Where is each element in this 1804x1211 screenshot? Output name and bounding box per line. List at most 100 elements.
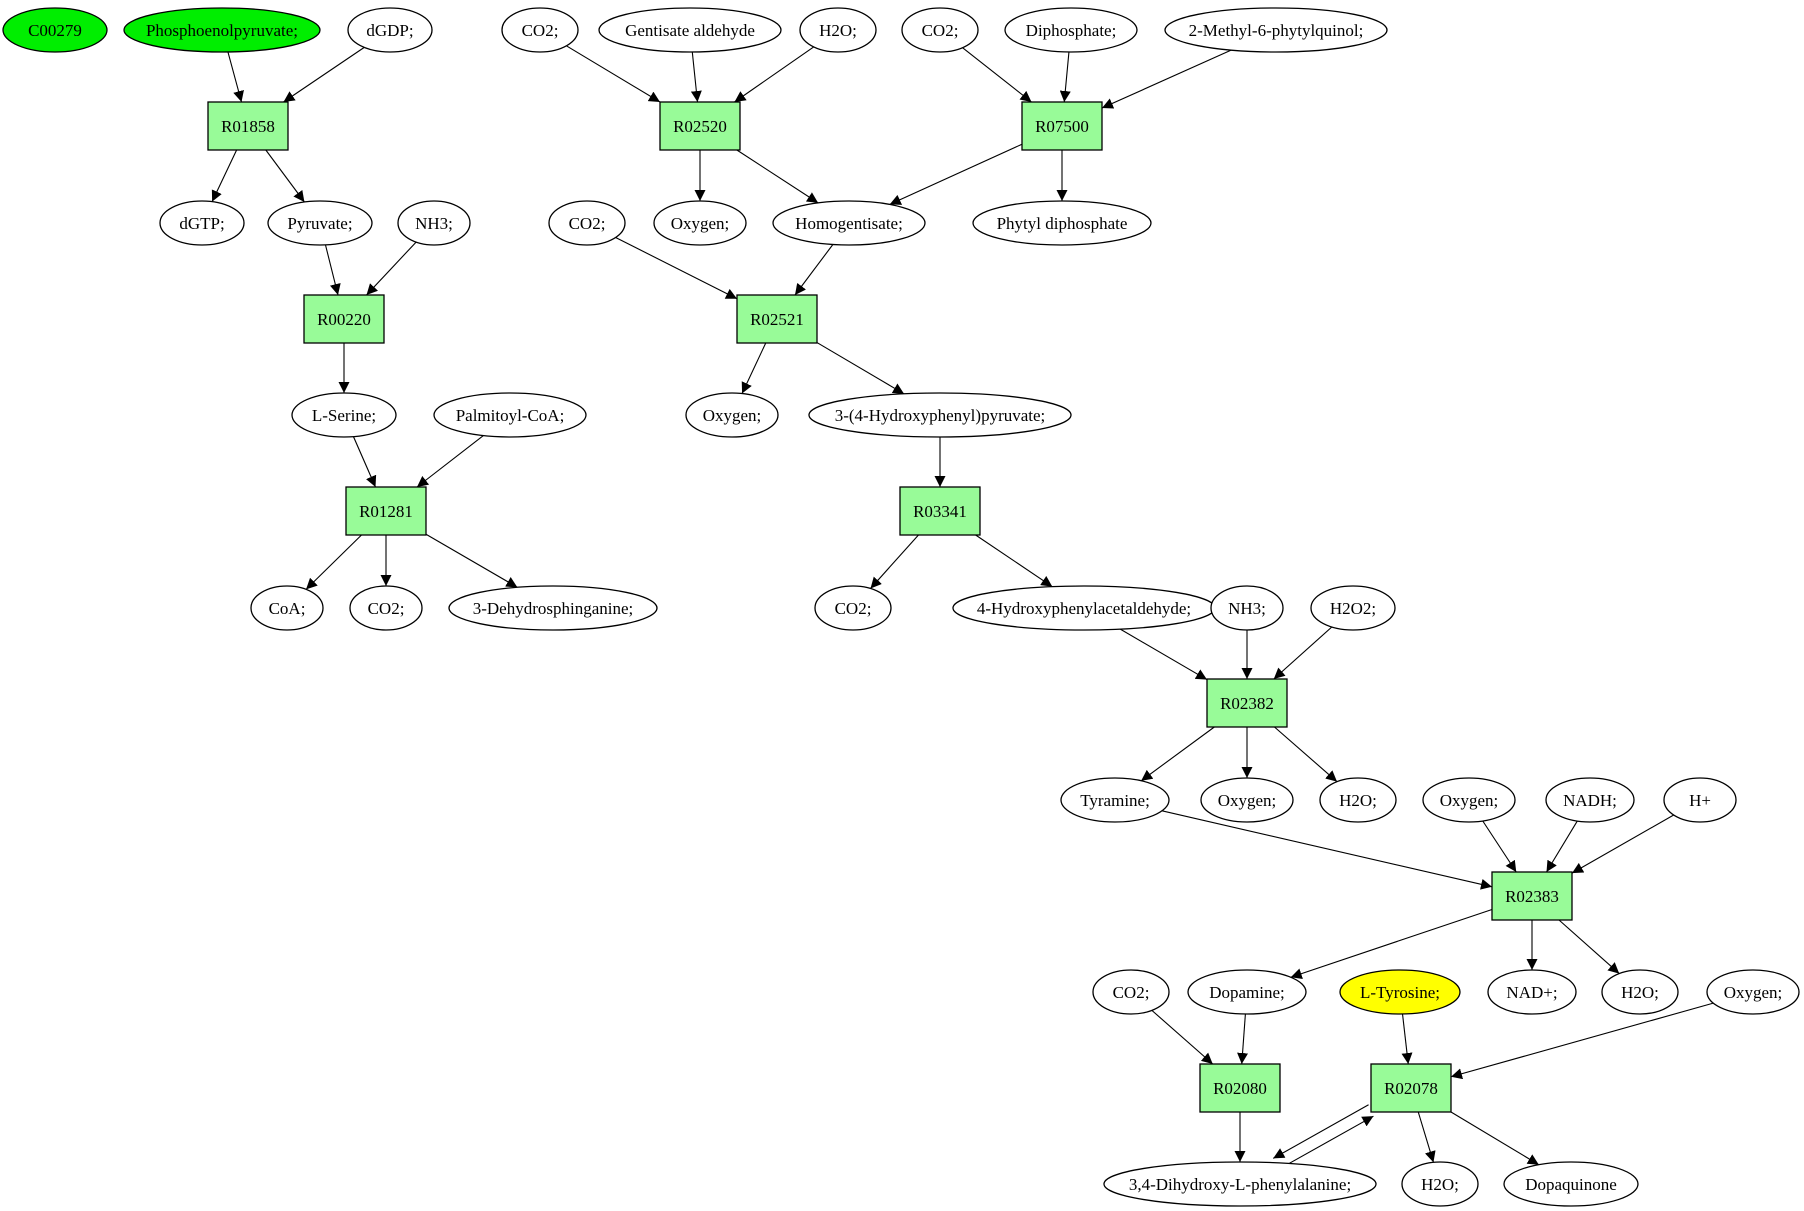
compound-node-n_co2_e[interactable]: CO2; <box>814 585 892 631</box>
compound-ellipse <box>448 585 658 631</box>
edge-n_co2_c-to-r_R07500 <box>962 47 1032 103</box>
reaction-node-r_R02521[interactable]: R02521 <box>736 294 818 344</box>
compound-node-n_diphosphate[interactable]: Diphosphate; <box>1004 7 1138 53</box>
compound-label: Gentisate aldehyde <box>625 21 755 40</box>
reaction-label: R02080 <box>1213 1079 1267 1098</box>
compound-node-n_h2o_a[interactable]: H2O; <box>799 7 877 53</box>
compound-label: Oxygen; <box>1724 983 1783 1002</box>
compound-node-n_dopamine[interactable]: Dopamine; <box>1187 969 1307 1015</box>
compound-node-n_dehydro[interactable]: 3-Dehydrosphinganine; <box>448 585 658 631</box>
reaction-node-r_R02080[interactable]: R02080 <box>1199 1063 1281 1113</box>
compound-node-n_coa[interactable]: CoA; <box>250 585 324 631</box>
compound-node-n_co2_d[interactable]: CO2; <box>548 200 626 246</box>
reaction-node-r_R02382[interactable]: R02382 <box>1206 678 1288 728</box>
compound-ellipse <box>501 7 579 53</box>
compound-node-n_oxygen_b[interactable]: Oxygen; <box>685 392 779 438</box>
compound-node-n_gentisate[interactable]: Gentisate aldehyde <box>598 7 782 53</box>
reaction-box <box>899 486 981 536</box>
compound-label: Palmitoyl-CoA; <box>456 406 565 425</box>
compound-label: Oxygen; <box>703 406 762 425</box>
compound-ellipse <box>1663 777 1737 823</box>
compound-node-n_phytyl[interactable]: Phytyl diphosphate <box>972 200 1152 246</box>
compound-ellipse <box>250 585 324 631</box>
reaction-box <box>1206 678 1288 728</box>
compound-node-n_h2o_d[interactable]: H2O; <box>1401 1161 1479 1207</box>
reaction-node-r_R02078[interactable]: R02078 <box>1370 1063 1452 1113</box>
compound-ellipse <box>1503 1161 1639 1207</box>
compound-node-n_C00279[interactable]: C00279 <box>2 7 108 53</box>
edge-n_oxygen_d-to-r_R02383 <box>1482 820 1517 873</box>
compound-label: H2O; <box>1421 1175 1459 1194</box>
compound-label: Diphosphate; <box>1026 21 1117 40</box>
compound-node-n_h2o_c[interactable]: H2O; <box>1601 969 1679 1015</box>
compound-node-n_homogentisate[interactable]: Homogentisate; <box>772 200 926 246</box>
compound-label: Pyruvate; <box>287 214 352 233</box>
compound-node-n_hpacetald[interactable]: 4-Hydroxyphenylacetaldehyde; <box>952 585 1216 631</box>
compound-ellipse <box>123 7 321 53</box>
edge-n_ltyrosine-to-r_R02078 <box>1401 1013 1413 1065</box>
compound-node-n_hppyruvate[interactable]: 3-(4-Hydroxyphenyl)pyruvate; <box>808 392 1072 438</box>
compound-node-n_co2_c[interactable]: CO2; <box>901 7 979 53</box>
reaction-node-r_R01281[interactable]: R01281 <box>345 486 427 536</box>
compound-label: NAD+; <box>1506 983 1557 1002</box>
reaction-node-r_R02383[interactable]: R02383 <box>1491 871 1573 921</box>
edge-n_gentisate-to-r_R02520 <box>690 51 702 103</box>
compound-ellipse <box>598 7 782 53</box>
reaction-box <box>659 101 741 151</box>
reaction-box <box>1199 1063 1281 1113</box>
compound-node-n_dopaquinone[interactable]: Dopaquinone <box>1503 1161 1639 1207</box>
compound-node-n_dgdp[interactable]: dGDP; <box>347 7 433 53</box>
compound-node-n_nh3_b[interactable]: NH3; <box>1210 585 1284 631</box>
reaction-node-r_R01858[interactable]: R01858 <box>207 101 289 151</box>
compound-node-n_oxygen_c[interactable]: Oxygen; <box>1200 777 1294 823</box>
compound-node-n_oxygen_a[interactable]: Oxygen; <box>653 200 747 246</box>
compound-node-n_co2_a[interactable]: CO2; <box>349 585 423 631</box>
edge-n_pep-to-r_R01858 <box>227 51 244 103</box>
reaction-node-r_R02520[interactable]: R02520 <box>659 101 741 151</box>
compound-node-n_dgtp[interactable]: dGTP; <box>159 200 245 246</box>
compound-node-n_palcoa[interactable]: Palmitoyl-CoA; <box>433 392 587 438</box>
compound-ellipse <box>433 392 587 438</box>
compound-node-n_h2o_b[interactable]: H2O; <box>1319 777 1397 823</box>
compound-node-n_pyruvate[interactable]: Pyruvate; <box>267 200 373 246</box>
compound-node-n_nadh[interactable]: NADH; <box>1545 777 1635 823</box>
compound-node-n_co2_f[interactable]: CO2; <box>1092 969 1170 1015</box>
compound-ellipse <box>1187 969 1307 1015</box>
compound-ellipse <box>653 200 747 246</box>
compound-node-n_oxygen_d[interactable]: Oxygen; <box>1422 777 1516 823</box>
edge-r_R02078-to-n_dopaquinone <box>1450 1111 1540 1166</box>
compound-node-n_pep[interactable]: Phosphoenolpyruvate; <box>123 7 321 53</box>
compound-ellipse <box>1200 777 1294 823</box>
compound-node-n_lserine[interactable]: L-Serine; <box>291 392 397 438</box>
compound-node-n_oxygen_e[interactable]: Oxygen; <box>1706 969 1800 1015</box>
compound-label: H2O; <box>1621 983 1659 1002</box>
reaction-node-r_R07500[interactable]: R07500 <box>1021 101 1103 151</box>
compound-ellipse <box>1319 777 1397 823</box>
compound-ellipse <box>685 392 779 438</box>
compound-node-n_nadplus[interactable]: NAD+; <box>1487 969 1577 1015</box>
compound-node-n_dopa[interactable]: 3,4-Dihydroxy-L-phenylalanine; <box>1103 1161 1377 1207</box>
reaction-label: R01858 <box>221 117 275 136</box>
edge-r_R03341-to-n_co2_e <box>870 534 919 589</box>
compound-label: H2O2; <box>1330 599 1376 618</box>
reaction-node-r_R03341[interactable]: R03341 <box>899 486 981 536</box>
edge-n_methylphytyl-to-r_R07500 <box>1101 49 1232 109</box>
compound-label: CO2; <box>569 214 606 233</box>
compound-label: 3-(4-Hydroxyphenyl)pyruvate; <box>835 406 1046 425</box>
compound-ellipse <box>1092 969 1170 1015</box>
compound-node-n_hplus[interactable]: H+ <box>1663 777 1737 823</box>
reaction-node-r_R00220[interactable]: R00220 <box>303 294 385 344</box>
compound-label: Phytyl diphosphate <box>997 214 1128 233</box>
reaction-box <box>207 101 289 151</box>
compound-ellipse <box>1210 585 1284 631</box>
compound-node-n_ltyrosine[interactable]: L-Tyrosine; <box>1339 969 1461 1015</box>
compound-ellipse <box>1401 1161 1479 1207</box>
compound-node-n_tyramine[interactable]: Tyramine; <box>1060 777 1170 823</box>
edge-n_nadh-to-r_R02383 <box>1546 820 1578 873</box>
compound-label: CO2; <box>1113 983 1150 1002</box>
compound-node-n_nh3_a[interactable]: NH3; <box>397 200 471 246</box>
compound-ellipse <box>291 392 397 438</box>
compound-node-n_co2_b[interactable]: CO2; <box>501 7 579 53</box>
compound-node-n_methylphytyl[interactable]: 2-Methyl-6-phytylquinol; <box>1164 7 1388 53</box>
compound-node-n_h2o2[interactable]: H2O2; <box>1310 585 1396 631</box>
